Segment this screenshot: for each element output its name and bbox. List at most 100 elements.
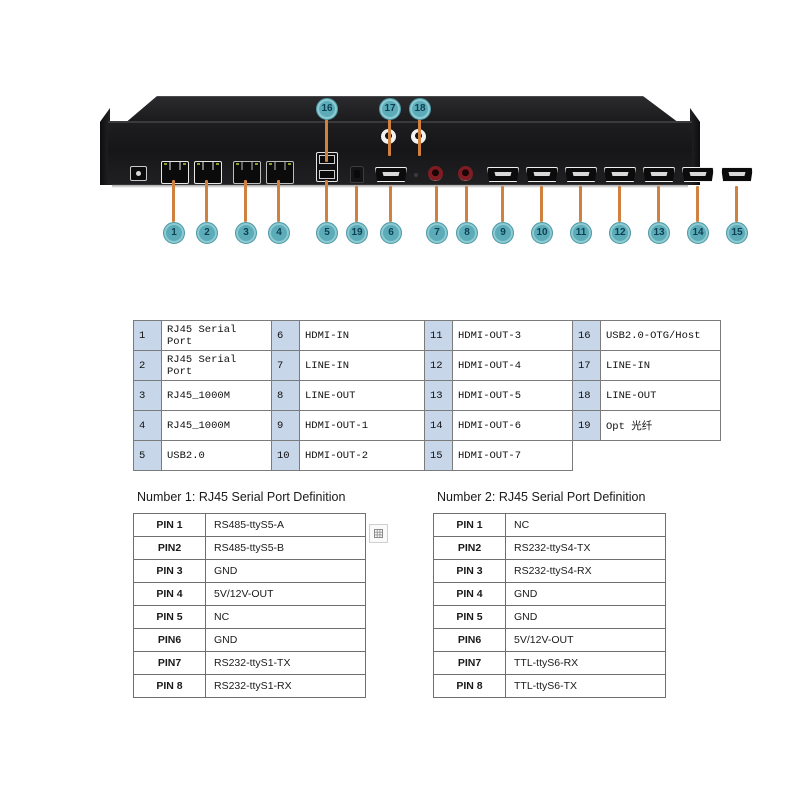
port-value-cell: RJ45 Serial Port [161,320,272,351]
port-value-cell: HDMI-IN [299,320,425,351]
device-rear-panel-figure: 1 2 3 4 5 19 6 7 8 9 10 11 12 13 14 15 1… [0,0,800,270]
port-value-cell: Opt 光纤 [600,410,721,441]
port-value-cell: USB2.0 [161,440,272,471]
callout-badge-15: 15 [726,222,748,244]
pin-definition-section-2: Number 2: RJ45 Serial Port Definition PI… [433,490,666,698]
pin-label-cell: PIN6 [433,628,506,652]
rj45-port-3 [233,161,261,184]
port-value-cell: RJ45_1000M [161,410,272,441]
chassis-right-bevel [690,108,700,185]
port-number-cell: 6 [271,320,300,351]
pin-definition-table-2: PIN 1 NC PIN2 RS232-ttyS4-TX PIN 3 RS232… [433,513,666,698]
callout-badge-3: 3 [235,222,257,244]
port-value-cell: RJ45 Serial Port [161,350,272,381]
table-row: 1 RJ45 Serial Port 6 HDMI-IN 11 HDMI-OUT… [133,320,721,351]
port-number-cell: 17 [572,350,601,381]
pin-signal-cell: TTL-ttyS6-RX [505,651,666,675]
rj45-port-2 [194,161,222,184]
table-row: PIN 4 GND [433,582,666,606]
port-value-cell: LINE-OUT [299,380,425,411]
table-row: PIN2 RS232-ttyS4-TX [433,536,666,560]
leader-line-6 [389,186,392,222]
port-number-cell: 13 [424,380,453,411]
table-row: 4 RJ45_1000M 9 HDMI-OUT-1 14 HDMI-OUT-6 … [133,410,721,441]
port-number-cell: 2 [133,350,162,381]
callout-badge-12: 12 [609,222,631,244]
pin-label-cell: PIN 5 [133,605,206,629]
pin-label-cell: PIN6 [133,628,206,652]
leader-line-15 [735,186,738,222]
port-number-cell: 16 [572,320,601,351]
pin-label-cell: PIN 8 [433,674,506,698]
callout-badge-18: 18 [409,98,431,120]
pin-table-1-body: PIN 1 RS485-ttyS5-A PIN2 RS485-ttyS5-B P… [133,513,366,698]
port-number-cell: 9 [271,410,300,441]
port-value-cell: HDMI-OUT-4 [452,350,573,381]
port-value-cell: RJ45_1000M [161,380,272,411]
port-value-cell: HDMI-OUT-7 [452,440,573,471]
table-grid-icon [369,524,388,543]
leader-line-17 [388,118,391,156]
leader-line-13 [657,186,660,222]
pin-table-2-body: PIN 1 NC PIN2 RS232-ttyS4-TX PIN 3 RS232… [433,513,666,698]
table-row: 3 RJ45_1000M 8 LINE-OUT 13 HDMI-OUT-5 18… [133,380,721,411]
table-row: PIN 1 RS485-ttyS5-A [133,513,366,537]
usb-slot-lower [319,170,335,179]
table-row: PIN 1 NC [433,513,666,537]
pin-label-cell: PIN 1 [433,513,506,537]
port-value-cell: HDMI-OUT-5 [452,380,573,411]
leader-line-10 [540,186,543,222]
port-number-cell: 11 [424,320,453,351]
pin-label-cell: PIN7 [133,651,206,675]
callout-badge-5: 5 [316,222,338,244]
table-row: PIN7 RS232-ttyS1-TX [133,651,366,675]
table-row: 5 USB2.0 10 HDMI-OUT-2 15 HDMI-OUT-7 [133,440,721,471]
hdmi-out-2-port [526,167,558,182]
port-value-cell: HDMI-OUT-6 [452,410,573,441]
pin-label-cell: PIN2 [133,536,206,560]
port-number-cell-empty [572,440,601,471]
port-value-cell: USB2.0-OTG/Host [600,320,721,351]
port-value-cell: HDMI-OUT-1 [299,410,425,441]
port-number-cell: 8 [271,380,300,411]
port-number-cell: 5 [133,440,162,471]
pin-label-cell: PIN7 [433,651,506,675]
leader-line-4 [277,180,280,222]
pin-label-cell: PIN 4 [133,582,206,606]
callout-badge-19: 19 [346,222,368,244]
port-number-cell: 14 [424,410,453,441]
callout-badge-6: 6 [380,222,402,244]
leader-line-1 [172,180,175,222]
chassis-shadow [112,184,688,188]
hdmi-out-7-port [721,167,753,182]
hdmi-out-6-port [682,167,714,182]
chassis-left-bevel [100,108,110,185]
hdmi-out-1-port [487,167,519,182]
pin-signal-cell: RS485-ttyS5-A [205,513,366,537]
line-in-jack-lower [428,166,443,181]
port-number-cell: 4 [133,410,162,441]
callout-badge-7: 7 [426,222,448,244]
callout-badge-14: 14 [687,222,709,244]
leader-line-7 [435,186,438,222]
pin-label-cell: PIN 4 [433,582,506,606]
leader-line-3 [244,180,247,222]
pin-definition-table-1: PIN 1 RS485-ttyS5-A PIN2 RS485-ttyS5-B P… [133,513,366,698]
callout-badge-4: 4 [268,222,290,244]
pin-table-1-title: Number 1: RJ45 Serial Port Definition [137,490,346,504]
pin-signal-cell: RS232-ttyS4-RX [505,559,666,583]
table-row: PIN 8 RS232-ttyS1-RX [133,674,366,698]
table-row: PIN 5 NC [133,605,366,629]
leader-line-8 [465,186,468,222]
callout-badge-11: 11 [570,222,592,244]
line-out-jack-lower [458,166,473,181]
hdmi-in-port [375,167,407,182]
pin-definition-section-1: Number 1: RJ45 Serial Port Definition PI… [133,490,366,698]
table-row: PIN2 RS485-ttyS5-B [133,536,366,560]
pin-label-cell: PIN 1 [133,513,206,537]
callout-badge-10: 10 [531,222,553,244]
callout-badge-17: 17 [379,98,401,120]
port-value-cell: LINE-OUT [600,380,721,411]
table-row: PIN 3 GND [133,559,366,583]
port-value-cell: LINE-IN [600,350,721,381]
